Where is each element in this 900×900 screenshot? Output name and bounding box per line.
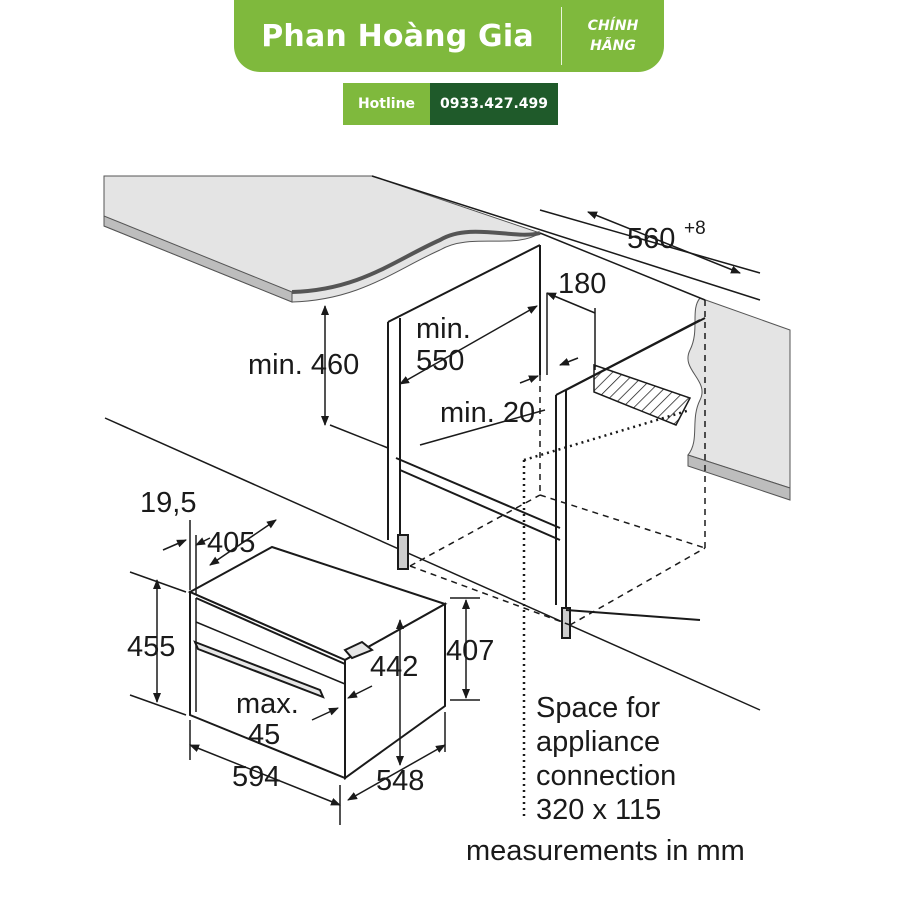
note-line-3: connection bbox=[536, 760, 676, 792]
dim-455: 455 bbox=[127, 631, 175, 663]
connection-hatch bbox=[593, 363, 692, 426]
brand-name: Phan Hoàng Gia bbox=[261, 18, 534, 54]
dim-560: 560 bbox=[627, 223, 675, 255]
authentic-badge: CHÍNH HÃNG bbox=[562, 16, 664, 56]
dim-548: 548 bbox=[376, 765, 424, 797]
dim-560-tolerance: +8 bbox=[684, 218, 706, 239]
dim-180: 180 bbox=[558, 268, 606, 300]
note-line-4: 320 x 115 bbox=[536, 794, 661, 826]
dim-max-45-line1: max. bbox=[236, 688, 299, 720]
dimension-lines bbox=[129, 209, 761, 825]
dim-594: 594 bbox=[232, 761, 280, 793]
badge-line-1: CHÍNH bbox=[587, 18, 639, 34]
appliance-oven bbox=[187, 545, 448, 780]
brand-header: Phan Hoàng Gia CHÍNH HÃNG bbox=[234, 0, 664, 72]
dim-min-460: min. 460 bbox=[248, 349, 359, 381]
dim-max-45-line2: 45 bbox=[248, 719, 280, 751]
units-note: measurements in mm bbox=[466, 835, 745, 867]
note-line-2: appliance bbox=[536, 726, 660, 758]
hotline-label: Hotline bbox=[343, 83, 430, 125]
hotline-bar[interactable]: Hotline 0933.427.499 bbox=[343, 83, 558, 125]
dim-min-550-line2: 550 bbox=[416, 345, 464, 377]
niche-dashed-outline bbox=[409, 300, 706, 820]
dim-442: 442 bbox=[370, 651, 418, 683]
dim-407: 407 bbox=[446, 635, 494, 667]
dim-min-550-line1: min. bbox=[416, 313, 471, 345]
worktop-right bbox=[687, 297, 791, 501]
badge-line-2: HÃNG bbox=[590, 38, 636, 54]
worktop-left bbox=[103, 175, 542, 303]
hotline-number[interactable]: 0933.427.499 bbox=[430, 83, 558, 125]
connection-note: Space for appliance connection 320 x 115 bbox=[536, 692, 676, 826]
dim-19-5: 19,5 bbox=[140, 487, 196, 519]
brand-divider bbox=[561, 7, 562, 65]
dimension-labels: 560 +8 180 min. 460 min. 550 min. 20 19,… bbox=[127, 218, 706, 797]
note-line-1: Space for bbox=[536, 692, 660, 724]
dim-405: 405 bbox=[207, 527, 255, 559]
dim-min-20: min. 20 bbox=[440, 397, 535, 429]
